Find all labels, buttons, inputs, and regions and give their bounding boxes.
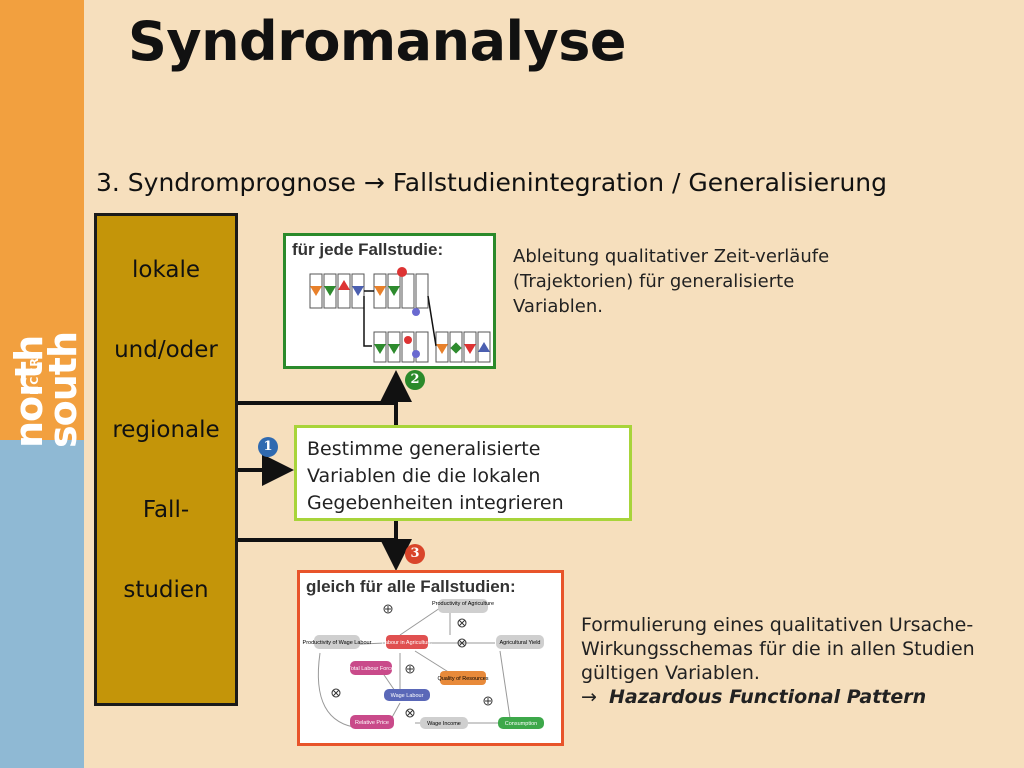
subtitle-arrow: → — [363, 168, 385, 197]
subtitle-prefix: 3. Syndromprognose — [96, 168, 364, 197]
node-quality-resources — [440, 671, 486, 685]
case-label-und-oder: und/oder — [114, 337, 218, 363]
causal-scheme-diagram: Productivity of Agriculture Productivity… — [303, 599, 544, 729]
generalized-variables-box: Bestimme generalisierte Variablen die di… — [294, 425, 632, 521]
node-productivity-agriculture — [438, 599, 488, 613]
case-label-fall: Fall- — [142, 497, 190, 523]
case-label-lokale: lokale — [131, 257, 200, 283]
node-wage-labour — [384, 689, 430, 701]
all-case-studies-text: Formulierung eines qualitativen Ursache-… — [581, 614, 975, 684]
per-case-study-box: für jede Fallstudie: — [283, 233, 496, 369]
node-label-quality-resources: Quality of Resources — [437, 676, 488, 682]
node-label-wage-income: Wage Income — [427, 721, 461, 727]
node-label-relative-price: Relative Price — [355, 720, 389, 726]
node-label-productivity-agriculture: Productivity of Agriculture — [432, 601, 494, 607]
per-case-study-description: Ableitung qualitativer Zeit-verläufe (Tr… — [513, 246, 830, 317]
step-3-badge: 3 — [405, 544, 425, 564]
node-agricultural-yield — [496, 635, 544, 649]
page-title: Syndromanalyse — [128, 10, 626, 73]
node-label-productivity-wage-labour: Productivity of Wage Labour — [303, 640, 372, 646]
node-label-labour-agriculture: Labour in Agriculture — [382, 640, 432, 646]
case-label-studien: studien — [123, 577, 209, 603]
trajectory-diagram — [309, 267, 491, 363]
per-case-study-header: für jede Fallstudie: — [292, 240, 444, 259]
node-total-labour-force — [350, 661, 392, 675]
step-1-badge: 1 — [258, 437, 278, 457]
node-relative-price — [350, 715, 394, 729]
all-case-studies-box: gleich für alle Fallstudien: Productivit… — [297, 570, 564, 746]
node-wage-income — [420, 717, 468, 729]
case-label-regionale: regionale — [112, 417, 220, 443]
node-labour-agriculture — [386, 635, 428, 649]
node-consumption — [498, 717, 544, 729]
logo-strip-blue — [0, 440, 84, 768]
node-productivity-wage-labour — [314, 635, 360, 649]
case-studies-box: lokale und/oder regionale Fall- studien — [94, 213, 238, 706]
subtitle-suffix: Fallstudienintegration / Generalisierung — [384, 168, 888, 197]
node-label-wage-labour: Wage Labour — [391, 693, 424, 699]
hazardous-functional-pattern: Hazardous Functional Pattern — [609, 686, 927, 708]
all-case-studies-header: gleich für alle Fallstudien: — [306, 577, 516, 596]
all-case-studies-description: Formulierung eines qualitativen Ursache-… — [581, 613, 1011, 709]
step-2-badge: 2 — [405, 370, 425, 390]
logo-strip-orange — [0, 0, 84, 440]
node-label-agricultural-yield: Agricultural Yield — [500, 640, 541, 646]
subtitle: 3. Syndromprognose → Fallstudienintegrat… — [96, 168, 887, 197]
node-label-total-labour-force: Total Labour Force — [348, 666, 394, 672]
node-label-consumption: Consumption — [505, 721, 537, 727]
pattern-arrow: → — [581, 686, 597, 708]
